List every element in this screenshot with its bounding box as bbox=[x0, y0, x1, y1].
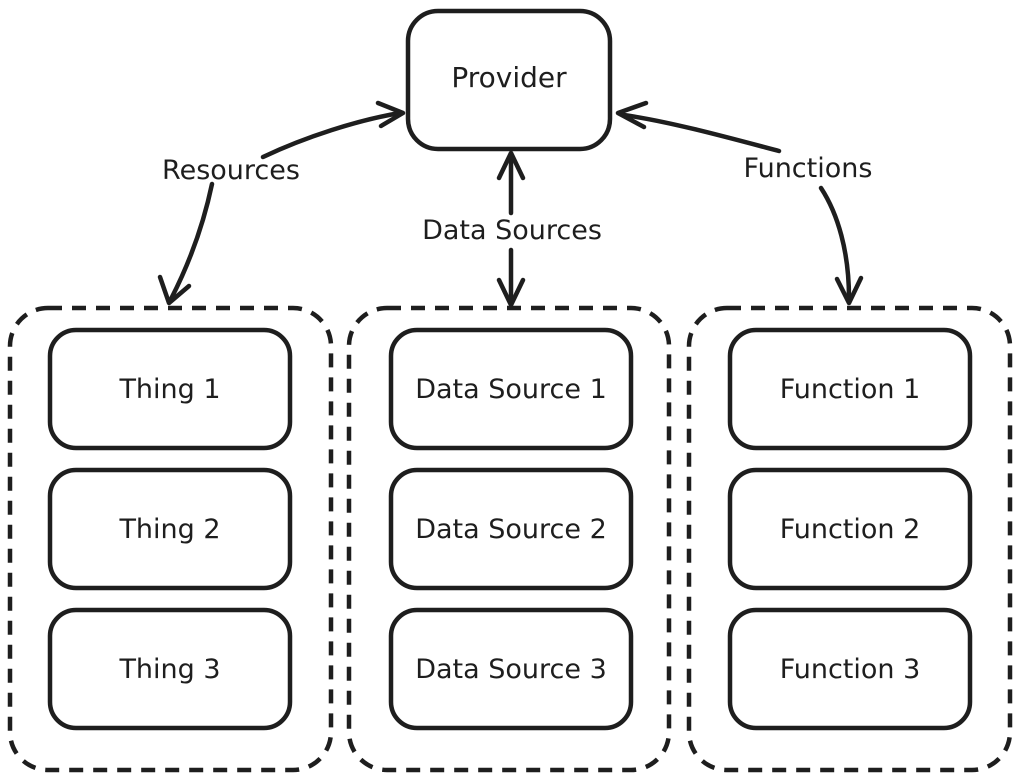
resources-edge: Resources bbox=[157, 100, 406, 306]
thing-3-box bbox=[47, 607, 293, 731]
thing-3-label: Thing 3 bbox=[118, 654, 220, 685]
functions-group-box bbox=[686, 305, 1013, 773]
functions-edge-upper-segment bbox=[621, 112, 782, 154]
resources-edge-label: Resources bbox=[162, 155, 300, 186]
functions-group: Function 1 Function 2 Function 3 bbox=[686, 305, 1013, 773]
data-source-3-label: Data Source 3 bbox=[415, 654, 607, 685]
data-sources-arrowhead-provider bbox=[496, 150, 526, 181]
data-source-3-box bbox=[388, 607, 634, 731]
data-sources-group: Data Source 1 Data Source 2 Data Source … bbox=[346, 305, 672, 773]
function-2-label: Function 2 bbox=[780, 514, 921, 545]
functions-arrowhead-provider bbox=[615, 100, 649, 130]
resources-arrowhead-group bbox=[157, 274, 192, 306]
resources-edge-upper-segment bbox=[260, 110, 403, 160]
functions-edge-lower-segment bbox=[818, 185, 852, 301]
data-source-2-label: Data Source 2 bbox=[415, 514, 607, 545]
data-source-1-box bbox=[388, 327, 634, 451]
functions-edge-label: Functions bbox=[744, 153, 873, 184]
provider-node: Provider bbox=[405, 8, 613, 152]
data-sources-edge: Data Sources bbox=[422, 150, 602, 308]
things-group: Thing 1 Thing 2 Thing 3 bbox=[7, 305, 334, 773]
function-3-label: Function 3 bbox=[780, 654, 921, 685]
thing-1-box bbox=[47, 327, 293, 451]
functions-arrowhead-group bbox=[834, 275, 864, 306]
resources-arrowhead-provider bbox=[375, 100, 406, 129]
thing-2-box bbox=[47, 467, 293, 591]
resources-edge-lower-segment bbox=[168, 181, 215, 302]
data-sources-group-box bbox=[346, 305, 672, 773]
data-sources-arrowhead-group bbox=[496, 277, 526, 308]
function-2-box bbox=[727, 467, 973, 591]
data-source-1-label: Data Source 1 bbox=[415, 374, 607, 405]
provider-label: Provider bbox=[451, 61, 567, 94]
thing-2-label: Thing 2 bbox=[118, 514, 220, 545]
things-group-box bbox=[7, 305, 334, 773]
functions-edge: Functions bbox=[615, 100, 873, 306]
function-1-label: Function 1 bbox=[780, 374, 921, 405]
thing-1-label: Thing 1 bbox=[118, 374, 220, 405]
data-source-2-box bbox=[388, 467, 634, 591]
function-1-box bbox=[727, 327, 973, 451]
provider-box bbox=[405, 8, 613, 152]
data-sources-edge-label: Data Sources bbox=[422, 215, 602, 246]
function-3-box bbox=[727, 607, 973, 731]
